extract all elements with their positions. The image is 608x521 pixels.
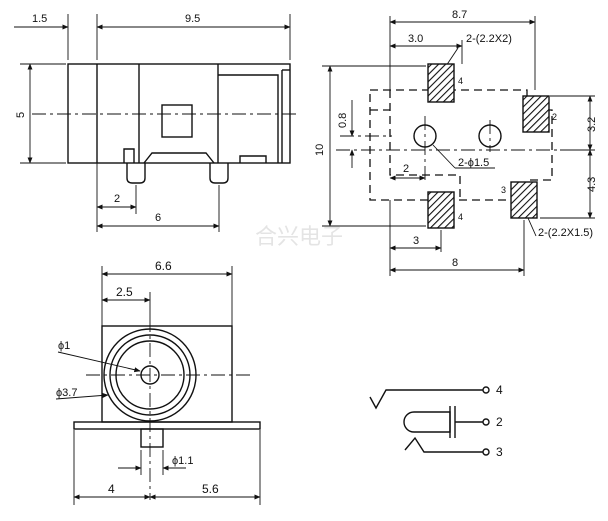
side-pin-right [209, 163, 229, 184]
schematic-pin-bottom: 3 [496, 445, 503, 459]
dim-plan-hole-offset: 0.8 [337, 113, 349, 128]
dim-plan-height: 10 [314, 144, 326, 156]
side-view: 1.5 9.5 5 2 6 [14, 13, 300, 232]
schematic-pin-top: 4 [496, 383, 503, 397]
pad-right [522, 95, 550, 133]
pin-label-lower-left: 4 [458, 212, 463, 222]
schematic-plug [403, 411, 451, 433]
side-pin-left [126, 163, 146, 184]
dim-front-pin-dia: ϕ1.1 [172, 455, 193, 467]
dim-side-height: 5 [15, 112, 27, 118]
front-center-pin [140, 428, 164, 448]
side-window [161, 104, 193, 138]
schematic-symbol: 4 2 3 [369, 383, 503, 459]
note-plan-hole: 2-ϕ1.5 [458, 157, 489, 169]
watermark: 合兴电子 [255, 224, 343, 249]
pin-label-upper-left: 4 [458, 76, 463, 86]
dim-side-pin-span: 6 [155, 212, 161, 224]
dim-plan-right-lower: 4.3 [586, 177, 598, 192]
dim-plan-bottom-pad: 3 [413, 235, 419, 247]
pad-upper-left [427, 63, 455, 103]
dim-front-left: 4 [108, 482, 115, 496]
front-view: 6.6 2.5 ϕ1 ϕ3.7 ϕ1.1 4 5.6 [55, 259, 261, 505]
dim-side-top-total: 9.5 [185, 13, 200, 25]
pad-lower-right [510, 181, 538, 219]
dim-front-width: 6.6 [155, 259, 172, 273]
schematic-pin-mid: 2 [496, 415, 503, 429]
dim-plan-hole-x: 2 [403, 163, 409, 175]
dim-side-pin-offset: 2 [114, 193, 120, 205]
dim-plan-width: 8.7 [452, 9, 467, 21]
dim-front-center-x: 2.5 [116, 285, 133, 299]
side-body [67, 63, 291, 164]
dim-plan-pad-width: 3.0 [408, 33, 423, 45]
front-body [101, 325, 233, 423]
dim-front-outer-dia: ϕ3.7 [56, 387, 77, 399]
dim-side-top-left: 1.5 [32, 13, 47, 25]
dim-plan-right-upper: 3.2 [586, 117, 598, 132]
dim-front-right: 5.6 [202, 482, 219, 496]
dim-front-inner-dia: ϕ1 [58, 340, 70, 352]
pad-lower-left [427, 191, 455, 229]
pin-label-right: 2 [552, 112, 557, 122]
front-base [73, 421, 261, 430]
pin-label-lower-right: 3 [501, 185, 506, 195]
footprint-view: 8.7 3.0 2-(2.2X2) 4 2 4 3 10 [314, 9, 598, 276]
note-plan-pad-top: 2-(2.2X2) [466, 33, 512, 45]
dim-plan-total-bottom: 8 [452, 257, 458, 269]
note-plan-pad-bottom: 2-(2.2X1.5) [538, 227, 593, 239]
